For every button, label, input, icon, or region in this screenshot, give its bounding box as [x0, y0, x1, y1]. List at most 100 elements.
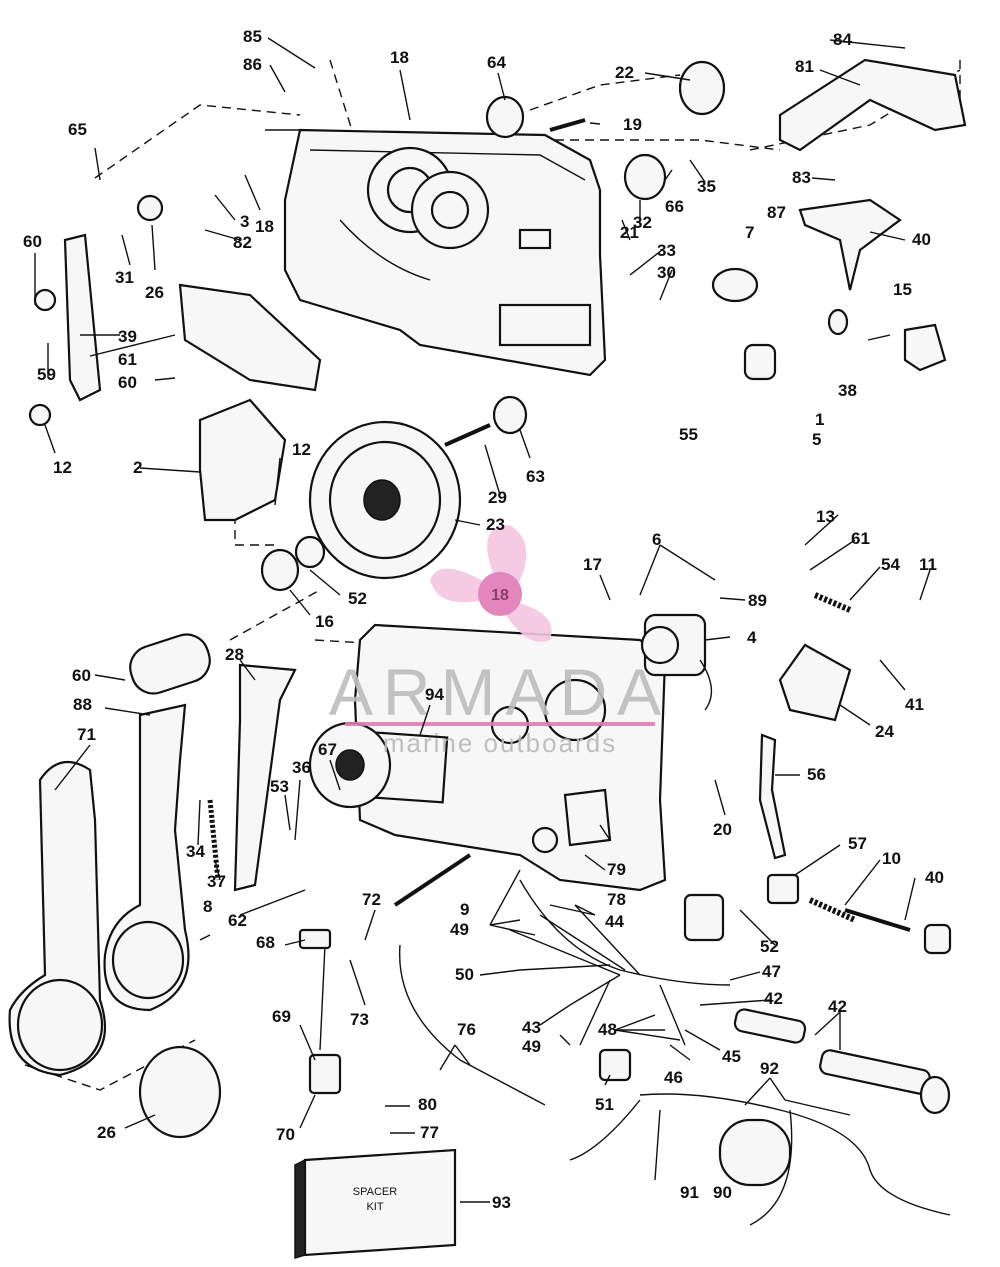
watermark-accent-bar: [345, 722, 655, 726]
label-90: 90: [713, 1183, 732, 1202]
label-8: 8: [203, 897, 212, 916]
label-51: 50: [455, 965, 474, 984]
label-68: 66: [665, 197, 684, 216]
housing-inner-18: [283, 128, 607, 377]
label-60-top: 60: [23, 232, 42, 251]
label-78: 78: [607, 890, 626, 909]
label-18-top: 18: [390, 48, 409, 67]
label-27: 28: [225, 645, 244, 664]
label-11: 11: [919, 555, 937, 574]
lever-57: [758, 733, 787, 860]
label-66: 64: [487, 53, 506, 72]
label-22: 22: [615, 63, 634, 82]
label-49-top: 49: [450, 920, 469, 939]
label-72: 70: [276, 1125, 295, 1144]
label-69: 67: [318, 740, 337, 759]
connectors: [28, 403, 952, 1187]
part-labels: 85 86 18 64 22 84 81 19 65 35 66 83 32 8…: [23, 27, 944, 1212]
label-17: 18: [255, 217, 274, 236]
label-40: 40: [912, 230, 931, 249]
label-23: 23: [486, 515, 505, 534]
label-33: 34: [186, 842, 205, 861]
label-12-right: 12: [292, 440, 311, 459]
bracket-63: [178, 283, 322, 392]
label-64: 62: [228, 911, 247, 930]
key-switch-37: [711, 267, 891, 381]
label-13: 13: [816, 507, 835, 526]
label-25: 26: [145, 283, 164, 302]
label-3: 3: [240, 212, 249, 231]
label-71: 69: [272, 1007, 291, 1026]
label-4: 4: [747, 628, 757, 647]
label-7: 7: [745, 223, 754, 242]
label-65: 63: [526, 467, 545, 486]
label-88: 88: [73, 695, 92, 714]
label-63: 61: [118, 350, 137, 369]
label-10: 10: [882, 849, 901, 868]
label-50: 51: [595, 1095, 614, 1114]
watermark-tagline: marine outboards: [383, 728, 617, 758]
label-77: 76: [457, 1020, 476, 1039]
lever-arm-73: [8, 760, 107, 1077]
grip-61: [129, 633, 211, 695]
label-38: 39: [118, 327, 137, 346]
label-34: 35: [697, 177, 716, 196]
label-24: 24: [875, 722, 894, 741]
label-2: 2: [133, 458, 142, 477]
label-80: 80: [418, 1095, 437, 1114]
rings: [33, 60, 726, 809]
watermark-brand: ARMADA: [329, 655, 671, 729]
label-14: 15: [893, 280, 912, 299]
label-6: 6: [652, 530, 661, 549]
plate-2: [198, 398, 287, 522]
label-59: 59: [37, 365, 56, 384]
label-56: 55: [679, 425, 698, 444]
label-1: 1: [815, 410, 824, 429]
label-79: 79: [607, 860, 626, 879]
label-84: 84: [833, 30, 852, 49]
label-74: 72: [362, 890, 381, 909]
label-46: 46: [664, 1068, 683, 1087]
label-29: 30: [657, 263, 676, 282]
label-93: 93: [492, 1193, 511, 1212]
label-36: 37: [207, 872, 226, 891]
label-9: 9: [460, 900, 469, 919]
cover-plate-26: [138, 1045, 222, 1139]
gear-hub-23: [308, 420, 462, 580]
label-12-left: 12: [53, 458, 72, 477]
label-49-bottom: 49: [522, 1037, 541, 1056]
label-76: 77: [420, 1123, 439, 1142]
wiring-harness: [319, 879, 951, 1226]
label-53: 52: [348, 589, 367, 608]
label-20: 20: [713, 820, 732, 839]
label-35: 36: [292, 758, 311, 777]
label-57: 56: [807, 765, 826, 784]
label-31: 32: [633, 213, 652, 232]
label-87: 87: [767, 203, 786, 222]
arm-81: [778, 58, 967, 152]
propeller-logo: [430, 525, 552, 642]
label-44: 44: [605, 912, 624, 931]
lever-38: [63, 233, 102, 402]
knob-14: [903, 323, 947, 372]
label-58: 57: [848, 834, 867, 853]
guide-27: [233, 663, 297, 892]
label-5: 5: [812, 430, 821, 449]
lever-arm-88: [103, 703, 190, 1012]
label-83: 83: [792, 168, 811, 187]
label-75: 73: [350, 1010, 369, 1029]
housing-outer-18: [353, 623, 667, 892]
logo-badge: [478, 572, 522, 616]
logo-badge-number: 18: [491, 587, 509, 604]
label-55: 54: [881, 555, 900, 574]
label-61: 60: [72, 666, 91, 685]
label-92: 92: [760, 1059, 779, 1078]
label-28: 29: [488, 488, 507, 507]
label-16: 17: [583, 555, 602, 574]
label-42-a: 42: [764, 989, 783, 1008]
label-19: 19: [623, 115, 642, 134]
plate-24: [778, 643, 852, 722]
label-81: 81: [795, 57, 814, 76]
label-48: 48: [598, 1020, 617, 1039]
